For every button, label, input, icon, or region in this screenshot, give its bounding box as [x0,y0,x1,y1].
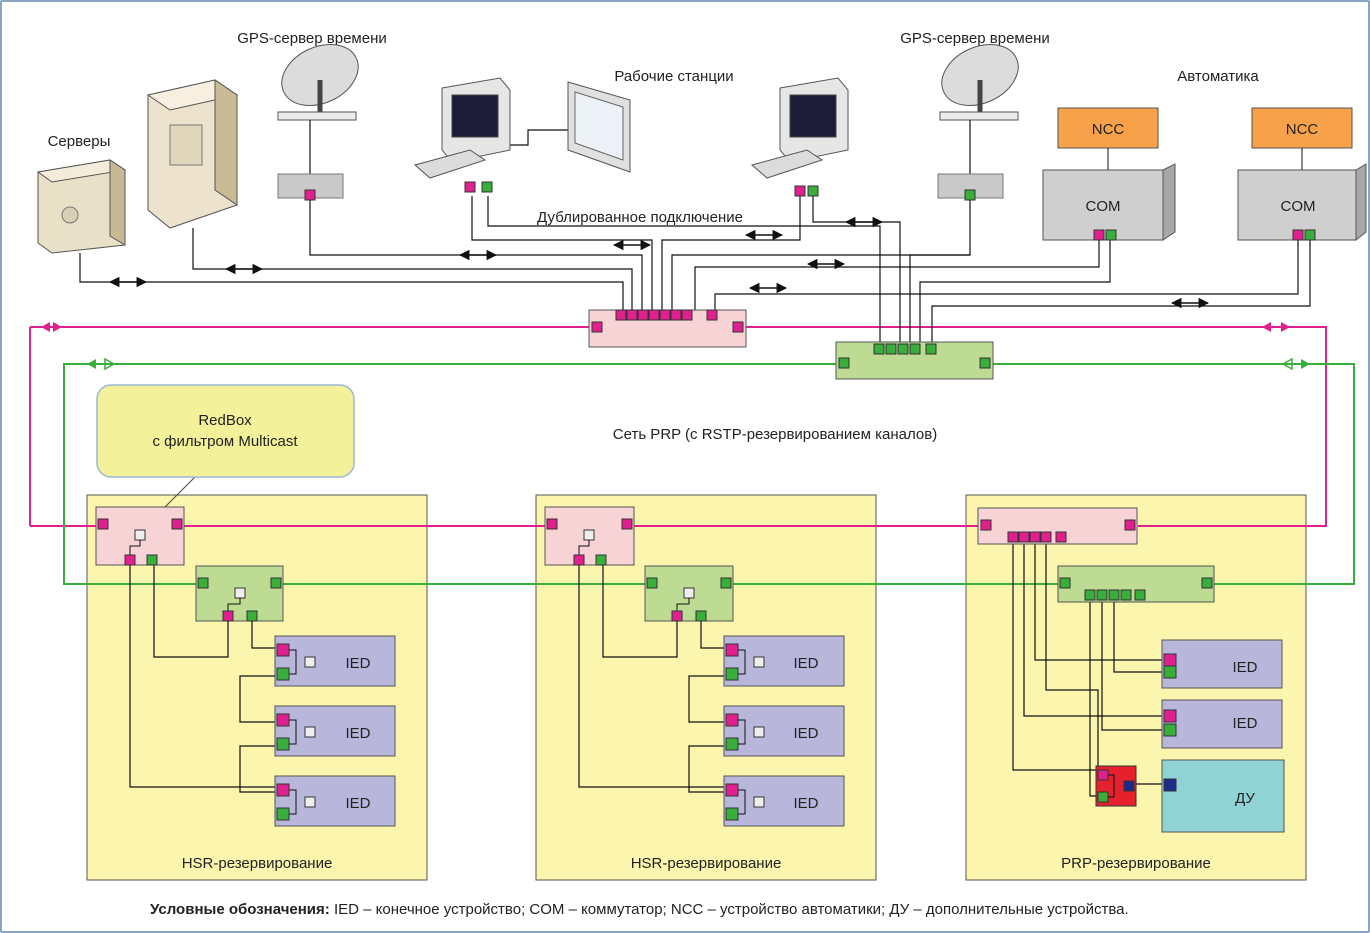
automation-unit-left: NCC COM [1042,107,1176,241]
redbox-callout: RedBox с фильтром Multicast [96,384,355,513]
com-left-label: COM [1086,198,1121,215]
redbox-label-line2: с фильтром Multicast [153,433,299,450]
com-right-label: COM [1281,198,1316,215]
ied-right-1-label: IED [1232,659,1257,676]
lan-b-switch [835,341,994,380]
ied-middle-2-label: IED [793,725,818,742]
prp-right-devices [977,507,1215,797]
ncc-left-label: NCC [1092,121,1125,138]
du-device: ДУ [1161,759,1285,833]
hsr-left-devices [95,506,284,793]
duplicated-connection-label: Дублированное подключение [537,209,743,226]
redbox-label-line1: RedBox [198,412,252,429]
legend-title: Условные обозначения: [150,901,330,918]
ied-middle-3-label: IED [793,795,818,812]
prp-network-label: Сеть PRP (с RSTP-резервированием каналов… [613,426,937,443]
lan-a-switch [588,309,747,348]
server-small-icon [36,159,127,254]
ied-left-2: IED [274,705,396,757]
zone-prp-right-label: PRP-резервирование [1061,855,1211,872]
ncc-right-label: NCC [1286,121,1319,138]
servers-label: Серверы [48,133,111,150]
ied-left-2-label: IED [345,725,370,742]
ied-left-1-label: IED [345,655,370,672]
automation-label: Автоматика [1177,68,1259,85]
monitor-icon [567,81,631,173]
ied-right-2: IED [1161,699,1283,749]
hsr-middle-devices [544,506,734,793]
workstations-label: Рабочие станции [614,68,733,85]
gps-right-label: GPS-сервер времени [900,30,1049,47]
ied-left-1: IED [274,635,396,687]
legend: Условные обозначения: IED – конечное уст… [150,901,1350,918]
red-redbox [1095,765,1137,807]
gps-dish-right-icon [937,44,1019,201]
gps-dish-left-icon [277,44,359,201]
ied-middle-1: IED [723,635,845,687]
ied-right-1: IED [1161,639,1283,689]
ring-arrows [41,322,1310,371]
ied-middle-1-label: IED [793,655,818,672]
workstation-left-icon [413,77,511,193]
ied-right-2-label: IED [1232,715,1257,732]
upper-connections [79,129,1311,344]
zone-hsr-left-label: HSR-резервирование [182,855,333,872]
ied-middle-3: IED [723,775,845,827]
ied-left-3: IED [274,775,396,827]
workstation-right-icon [750,77,849,197]
ied-left-3-label: IED [345,795,370,812]
gps-left-label: GPS-сервер времени [237,30,386,47]
automation-unit-right: NCC COM [1237,107,1367,242]
du-label: ДУ [1235,790,1255,807]
duplex-arrows [108,216,1210,309]
legend-text: IED – конечное устройство; COM – коммута… [333,901,1129,918]
zone-hsr-middle-label: HSR-резервирование [631,855,782,872]
server-tower-icon [146,79,239,229]
ied-middle-2: IED [723,705,845,757]
